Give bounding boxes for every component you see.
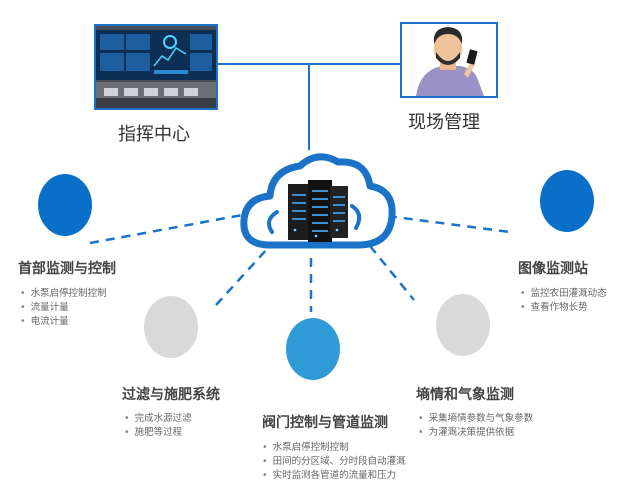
head-node-list: 水泵启停控制控制 流量计量 电流计量 (20, 287, 107, 329)
dash-head (89, 212, 249, 245)
list-item: 田间的分区域、分时段自动灌溉 (262, 455, 406, 469)
list-item: 为灌溉决策提供依据 (418, 426, 533, 440)
list-item: 完成水源过滤 (124, 412, 192, 426)
dash-soil (369, 245, 415, 301)
image-node-title: 图像监测站 (518, 261, 588, 277)
list-item: 电流计量 (20, 315, 107, 329)
command-center-image (94, 24, 218, 110)
dash-filter (215, 247, 269, 306)
valve-node-circle (286, 318, 340, 380)
list-item: 水泵启停控制控制 (262, 441, 406, 455)
person-phone-icon (416, 27, 484, 96)
head-node-circle (38, 174, 92, 236)
list-item: 查看作物长势 (520, 301, 607, 315)
list-item: 监控农田灌溉动态 (520, 287, 607, 301)
list-item: 实时监测各管道的流量和压力 (262, 469, 406, 483)
soil-node-title: 墒情和气象监测 (416, 387, 514, 403)
server-icon (288, 180, 348, 242)
valve-node-list: 水泵启停控制控制 田间的分区域、分时段自动灌溉 实时监测各管道的流量和压力 (262, 441, 406, 483)
soil-node-list: 采集墒情参数与气象参数 为灌溉决策提供依据 (418, 412, 534, 440)
soil-node-circle (436, 294, 490, 356)
head-node-title: 首部监测与控制 (18, 261, 116, 277)
image-node-list: 监控农田灌溉动态 查看作物长势 (520, 287, 607, 315)
filter-node-circle (144, 296, 198, 358)
field-management-image (400, 22, 498, 98)
control-room-illustration (96, 26, 216, 108)
command-center-label: 指挥中心 (118, 124, 190, 145)
valve-node-title: 阀门控制与管道监测 (262, 415, 388, 431)
filter-node-title: 过滤与施肥系统 (122, 387, 220, 403)
filter-node-list: 完成水源过滤 施肥等过程 (124, 412, 192, 440)
list-item: 施肥等过程 (124, 426, 192, 440)
list-item: 流量计量 (20, 301, 107, 315)
field-management-label: 现场管理 (408, 112, 480, 133)
list-item: 水泵启停控制控制 (20, 287, 107, 301)
image-node-circle (540, 170, 594, 232)
list-item: 采集墒情参数与气象参数 (418, 412, 534, 426)
